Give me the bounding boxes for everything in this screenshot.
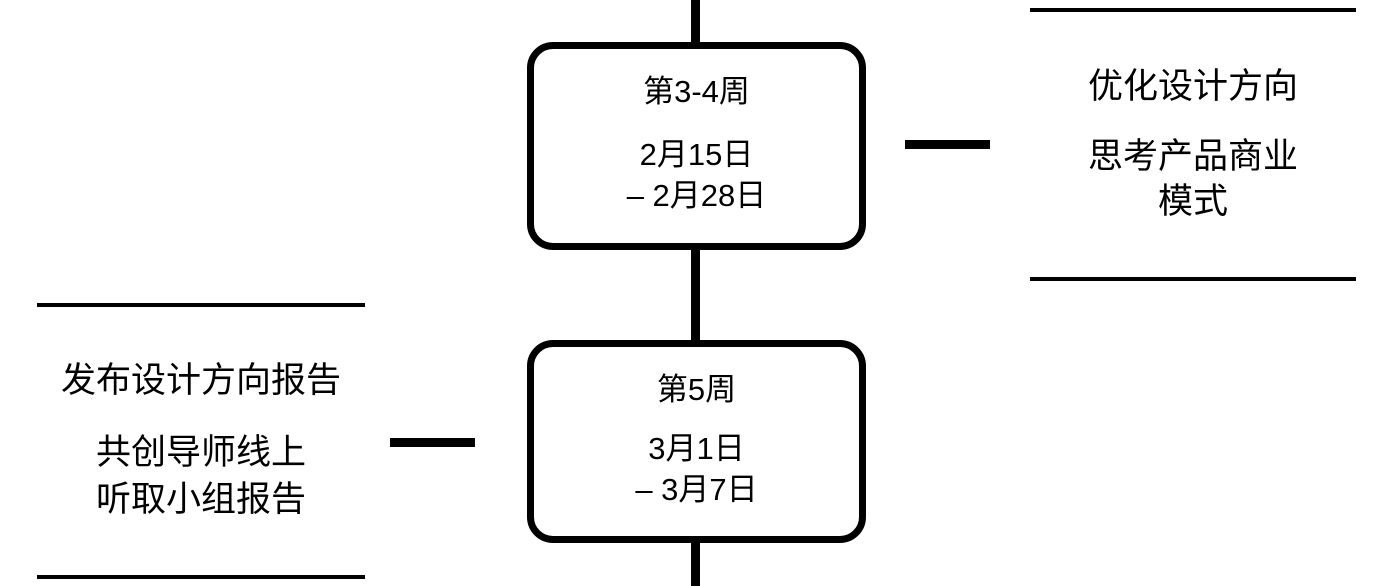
milestone-date-range: 3月1日 – 3月7日 bbox=[635, 429, 757, 511]
annotation-rule-top bbox=[37, 303, 365, 307]
annotation-block-left: 发布设计方向报告 共创导师线上 听取小组报告 bbox=[37, 303, 365, 579]
timeline-spine-top bbox=[691, 0, 700, 46]
annotation-rule-bottom bbox=[1030, 277, 1356, 281]
milestone-date-range: 2月15日 – 2月28日 bbox=[627, 135, 767, 217]
annotation-block-right: 优化设计方向 思考产品商业 模式 bbox=[1030, 8, 1356, 281]
annotation-line: 思考产品商业 bbox=[1087, 137, 1298, 177]
milestone-title: 第3-4周 bbox=[643, 74, 750, 110]
milestone-date-start: 3月1日 bbox=[648, 430, 745, 466]
annotation-text-right: 优化设计方向 思考产品商业 模式 bbox=[1030, 12, 1356, 277]
annotation-rule-bottom bbox=[37, 575, 365, 579]
annotation-line: 听取小组报告 bbox=[95, 479, 306, 519]
timeline-spine-bottom bbox=[691, 539, 700, 586]
connector-dash-right bbox=[905, 140, 990, 149]
milestone-box-week-5[interactable]: 第5周 3月1日 – 3月7日 bbox=[527, 340, 866, 543]
annotation-rule-top bbox=[1030, 8, 1356, 12]
annotation-line: 模式 bbox=[1157, 182, 1228, 222]
annotation-text-left: 发布设计方向报告 共创导师线上 听取小组报告 bbox=[37, 307, 365, 575]
milestone-title: 第5周 bbox=[656, 371, 737, 407]
milestone-date-end: – 2月28日 bbox=[626, 178, 767, 214]
milestone-box-week-3-4[interactable]: 第3-4周 2月15日 – 2月28日 bbox=[527, 42, 866, 250]
milestone-date-start: 2月15日 bbox=[639, 137, 754, 173]
milestone-date-end: – 3月7日 bbox=[635, 471, 758, 507]
annotation-line: 共创导师线上 bbox=[95, 432, 306, 472]
connector-dash-left bbox=[390, 438, 475, 447]
timeline-spine-middle bbox=[691, 246, 700, 344]
annotation-line: 优化设计方向 bbox=[1087, 66, 1298, 106]
annotation-line: 发布设计方向报告 bbox=[60, 361, 341, 401]
